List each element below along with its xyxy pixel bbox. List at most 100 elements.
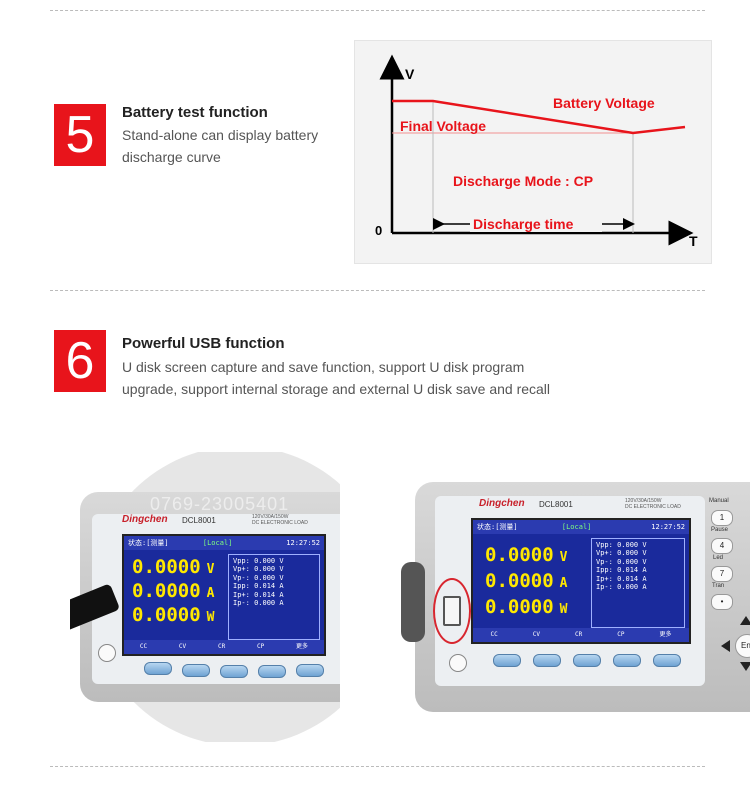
reading-row: Vpp: 0.000 V: [596, 541, 647, 549]
softkey-label-cr: CR: [217, 643, 226, 650]
spec-label: 120V/30A/150W DC ELECTRONIC LOAD: [625, 498, 681, 510]
softkey-label-more: 更多: [296, 643, 309, 650]
softkey-button-cr[interactable]: [220, 665, 248, 678]
feature-description-line: discharge curve: [122, 149, 221, 165]
front-panel: Dingchen DCL8001 120V/30A/150W DC ELECTR…: [92, 514, 340, 684]
battery-voltage-label: Battery Voltage: [553, 95, 655, 111]
battery-voltage-curve: [392, 99, 686, 135]
key-label-led: Led: [713, 555, 724, 561]
model-name: DCL8001: [539, 500, 573, 509]
key-label-pause: Pause: [711, 527, 729, 533]
voltage-value: 0.0000: [132, 556, 201, 578]
key-label-manual: Manual: [709, 498, 729, 504]
softkey-label-cp: CP: [617, 631, 625, 638]
feature-description-line: upgrade, support internal storage and ex…: [122, 381, 551, 397]
status-text: 状态:[测量]: [477, 523, 518, 531]
status-mode: [Local]: [202, 539, 233, 547]
status-bar: 状态:[测量] [Local] 12:27:52: [124, 536, 324, 550]
current-value: 0.0000: [132, 580, 201, 602]
keypad: Manual 1 Pause 4 Led 7 Tran • Ent: [707, 496, 750, 686]
reading-row: Ip-: 0.000 A: [596, 583, 647, 592]
key-7[interactable]: 7: [711, 566, 733, 582]
reading-row: Ip-: 0.000 A: [233, 599, 284, 608]
status-mode: [Local]: [561, 523, 592, 531]
current-unit: A: [206, 586, 215, 601]
discharge-curve-svg: V T 0 Battery Voltage Final Voltage Disc…: [375, 54, 698, 249]
feature-description-line: U disk screen capture and save function,…: [122, 359, 525, 375]
feature-title: Battery test function: [122, 104, 268, 121]
reading-row: Ip+: 0.014 A: [233, 590, 284, 599]
softkey-label-cc: CC: [490, 631, 498, 638]
power-value: 0.0000: [485, 596, 554, 618]
phone-watermark: 0769-23005401: [150, 494, 290, 514]
key-label-tran: Tran: [712, 583, 725, 589]
feature-description: Stand-alone can display battery discharg…: [122, 124, 318, 168]
battery-discharge-diagram: V T 0 Battery Voltage Final Voltage Disc…: [354, 40, 712, 264]
reading-row: Vp-: 0.000 V: [233, 573, 284, 582]
status-bar: 状态:[测量] [Local] 12:27:52: [473, 520, 689, 534]
power-value: 0.0000: [132, 604, 201, 626]
softkey-button-more[interactable]: [296, 664, 324, 677]
softkey-label-more: 更多: [659, 631, 672, 638]
current-unit: A: [559, 576, 568, 591]
spec-label: 120V/30A/150W DC ELECTRONIC LOAD: [252, 514, 308, 526]
brand-logo: Dingchen: [122, 514, 168, 525]
power-button-icon[interactable]: [98, 644, 116, 662]
feature-title: Powerful USB function: [122, 335, 285, 352]
product-photo-front: Dingchen DCL8001 120V/30A/150W DC ELECTR…: [400, 470, 750, 720]
usb-port[interactable]: [443, 596, 461, 626]
x-axis-label: T: [689, 233, 698, 249]
softkey-button-cr[interactable]: [573, 654, 601, 667]
discharge-time-label-bg: [470, 215, 602, 232]
voltage-unit: V: [206, 562, 215, 577]
usb-port-highlight: [433, 578, 471, 644]
feature-number-badge: 5: [54, 104, 106, 166]
softkey-button-cc[interactable]: [493, 654, 521, 667]
softkey-label-cv: CV: [178, 643, 187, 650]
power-unit: W: [206, 610, 215, 625]
divider-top: [50, 10, 705, 11]
key-dot[interactable]: •: [711, 594, 733, 610]
device-body: 0769-23005401 Dingchen DCL8001 120V/30A/…: [80, 492, 340, 702]
softkey-button-cv[interactable]: [182, 664, 210, 677]
readings-panel: Vpp: 0.000 V Vp+: 0.000 V Vp-: 0.000 V I…: [591, 538, 685, 628]
key-enter[interactable]: Ent: [735, 634, 750, 658]
softkey-button-more[interactable]: [653, 654, 681, 667]
origin-label: 0: [375, 223, 382, 238]
clock-text: 12:27:52: [651, 523, 685, 531]
spec-line: 120V/30A/150W: [252, 514, 289, 520]
y-axis-label: V: [405, 66, 415, 82]
softkey-button-cp[interactable]: [258, 665, 286, 678]
power-button-icon[interactable]: [449, 654, 467, 672]
softkey-label-cr: CR: [574, 631, 583, 638]
side-knob: [401, 562, 425, 642]
arrow-down-icon[interactable]: [740, 662, 750, 671]
softkey-button-cp[interactable]: [613, 654, 641, 667]
feature-number-badge: 6: [54, 330, 106, 392]
reading-row: Ipp: 0.014 A: [596, 566, 647, 575]
front-panel: Dingchen DCL8001 120V/30A/150W DC ELECTR…: [433, 496, 705, 686]
divider-middle: [50, 290, 705, 291]
discharge-mode-label: Discharge Mode : CP: [453, 173, 593, 189]
divider-bottom: [50, 766, 705, 767]
readings-panel: Vpp: 0.000 V Vp+: 0.000 V Vp-: 0.000 V I…: [228, 554, 320, 640]
reading-row: Vp-: 0.000 V: [596, 557, 647, 566]
power-reading: 0.0000 W: [132, 604, 214, 626]
reading-row: Vp+: 0.000 V: [596, 549, 647, 558]
model-name: DCL8001: [182, 516, 216, 525]
final-voltage-label: Final Voltage: [400, 118, 486, 134]
brand-logo: Dingchen: [479, 498, 525, 509]
arrow-up-icon[interactable]: [740, 616, 750, 625]
arrow-left-icon[interactable]: [721, 640, 730, 652]
softkey-button-cc[interactable]: [144, 662, 172, 675]
clock-text: 12:27:52: [286, 539, 320, 547]
reading-row: Ip+: 0.014 A: [596, 574, 647, 583]
reading-row: Ipp: 0.014 A: [233, 582, 284, 591]
key-1[interactable]: 1: [711, 510, 733, 526]
spec-line: 120V/30A/150W: [625, 498, 662, 504]
softkey-button-cv[interactable]: [533, 654, 561, 667]
device-body: Dingchen DCL8001 120V/30A/150W DC ELECTR…: [401, 482, 750, 712]
key-4[interactable]: 4: [711, 538, 733, 554]
power-unit: W: [559, 602, 568, 617]
